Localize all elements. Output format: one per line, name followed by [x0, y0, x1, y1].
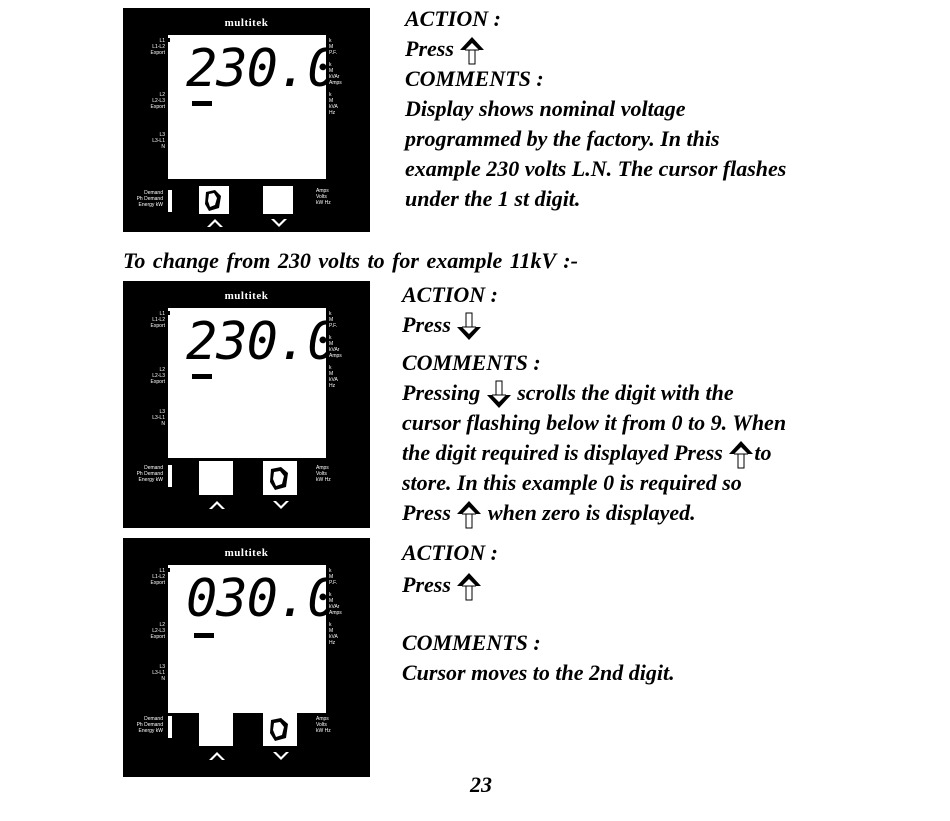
comment-line: under the 1 st digit.: [405, 186, 581, 211]
press-label: Press: [402, 572, 451, 597]
comment-text: the digit required is displayed Press: [402, 440, 723, 465]
page-number: 23: [470, 772, 492, 797]
comment-line: store. In this example 0 is required so: [402, 470, 742, 495]
comments-label: COMMENTS :: [402, 630, 541, 655]
up-button[interactable]: [199, 712, 233, 746]
comment-line: programmed by the factory. In this: [405, 126, 720, 151]
comments-label: COMMENTS :: [405, 66, 544, 91]
status-bar: [168, 465, 172, 487]
action-label: ACTION :: [402, 540, 498, 565]
comment-text: Press: [402, 500, 451, 525]
press-label: Press: [405, 36, 454, 61]
up-triangle-icon: [209, 752, 225, 760]
down-arrow-icon: [456, 312, 482, 341]
action-label: ACTION :: [402, 282, 498, 307]
down-button-pressed[interactable]: [263, 461, 297, 495]
comment-line: example 230 volts L.N. The cursor flashe…: [405, 156, 787, 181]
press-line: Press: [405, 34, 485, 66]
comment-text: to: [754, 440, 772, 465]
action-label: ACTION :: [405, 6, 501, 31]
down-arrow-icon: [486, 380, 512, 409]
lcd-readout: 230.0: [186, 312, 339, 372]
comment-text: Pressing: [402, 380, 481, 405]
comment-line: Pressing scrolls the digit with the: [402, 378, 734, 410]
lcd-screen: 230.0: [168, 35, 339, 179]
comment-line: Display shows nominal voltage: [405, 96, 686, 121]
brand-logo: multitek: [224, 290, 269, 302]
up-triangle-icon: [207, 219, 223, 227]
down-triangle-icon: [271, 219, 287, 227]
up-arrow-icon: [456, 572, 482, 601]
comment-line: Press when zero is displayed.: [402, 498, 696, 530]
press-label: Press: [402, 312, 451, 337]
lcd-readout: 230.0: [186, 39, 339, 99]
down-triangle-icon: [273, 501, 289, 509]
lcd-readout: 030.0: [186, 569, 339, 629]
indicator-dot: [166, 568, 170, 572]
status-bar: [168, 190, 172, 212]
lcd-screen: 030.0: [168, 565, 339, 713]
up-triangle-icon: [209, 501, 225, 509]
digit-cursor: [192, 101, 212, 106]
indicator-dot: [166, 38, 170, 42]
brand-logo: multitek: [224, 17, 269, 29]
down-triangle-icon: [273, 752, 289, 760]
down-button-pressed[interactable]: [263, 712, 297, 746]
status-bar: [168, 716, 172, 738]
comments-label: COMMENTS :: [402, 350, 541, 375]
comment-line: cursor flashing below it from 0 to 9. Wh…: [402, 410, 787, 435]
up-arrow-icon: [459, 36, 485, 65]
brand-logo: multitek: [224, 547, 269, 559]
comment-text: scrolls the digit with the: [517, 380, 734, 405]
up-arrow-icon: [456, 500, 482, 529]
press-line: Press: [402, 570, 482, 602]
down-button[interactable]: [263, 186, 293, 214]
section-heading: To change from 230 volts to for example …: [123, 248, 578, 273]
comment-line: Cursor moves to the 2nd digit.: [402, 660, 675, 685]
lcd-screen: 230.0: [168, 308, 339, 458]
comment-text: when zero is displayed.: [487, 500, 696, 525]
up-arrow-icon: [728, 440, 754, 469]
comment-line: the digit required is displayed Press to: [402, 438, 771, 470]
up-button-pressed[interactable]: [199, 186, 229, 214]
up-button[interactable]: [199, 461, 233, 495]
digit-cursor: [192, 374, 212, 379]
digit-cursor: [194, 633, 214, 638]
press-line: Press: [402, 310, 482, 342]
indicator-dot: [166, 311, 170, 315]
